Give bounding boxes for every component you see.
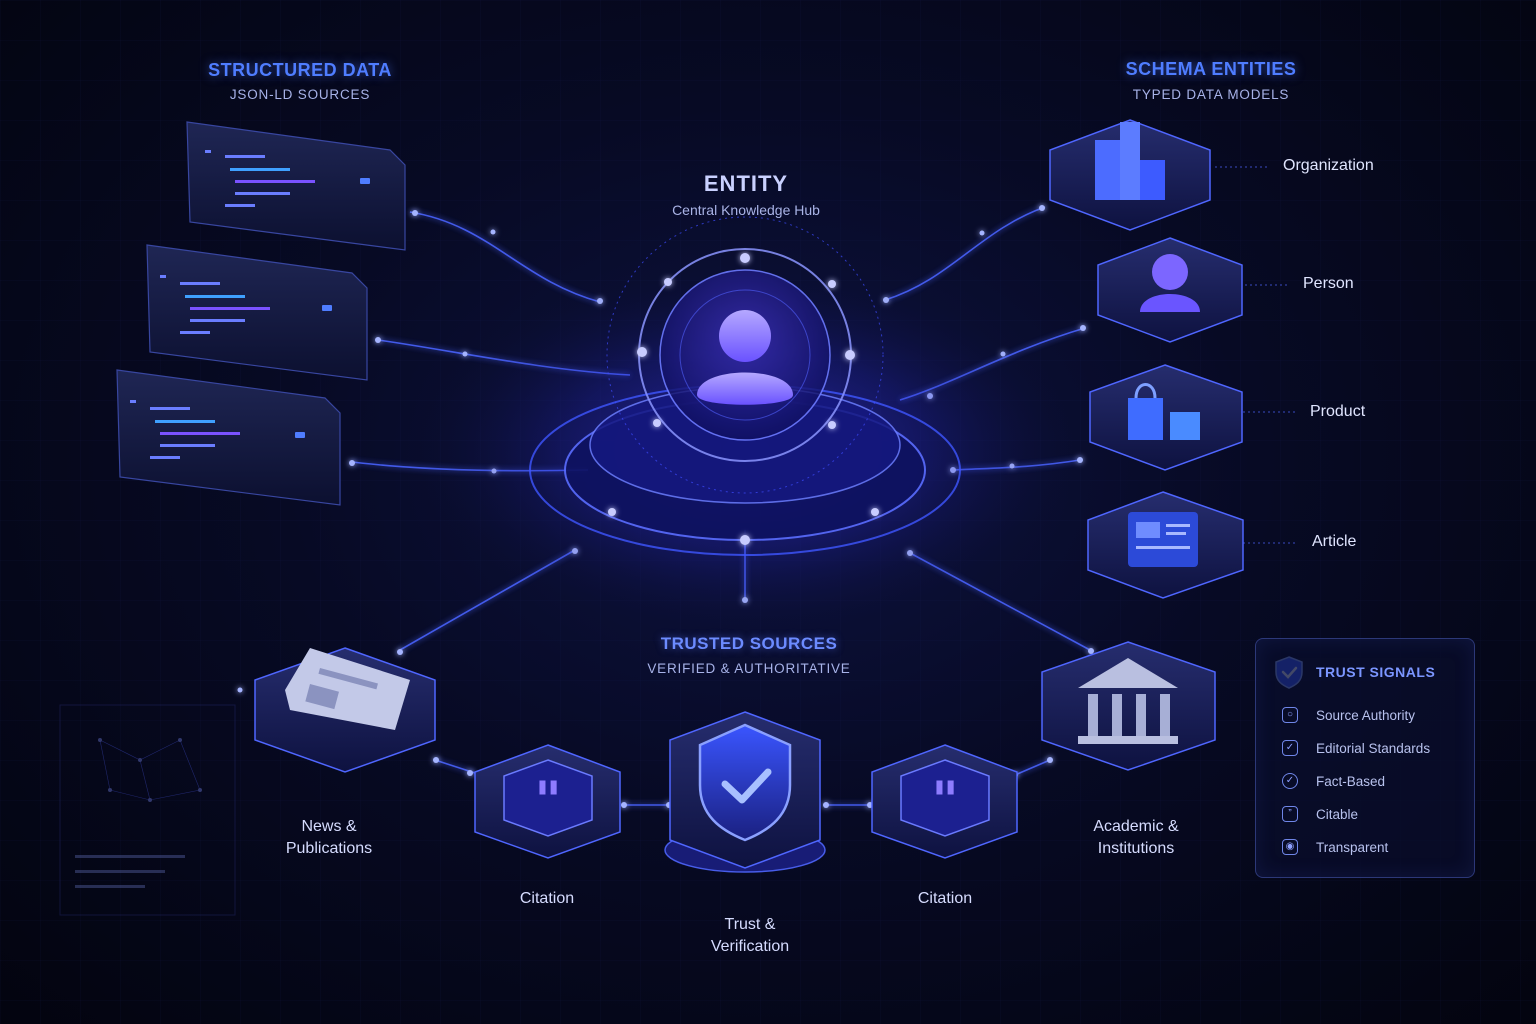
quote-icon: " xyxy=(871,744,1018,859)
article-icon xyxy=(1087,491,1244,599)
entity-hub xyxy=(415,216,1075,630)
svg-text:": " xyxy=(931,771,958,831)
quote-icon: " xyxy=(474,744,621,859)
schema-leader-lines xyxy=(1215,166,1296,544)
trusted-sources-subtitle: VERIFIED & AUTHORITATIVE xyxy=(647,661,851,676)
schema-label-article: Article xyxy=(1312,533,1357,550)
user-icon xyxy=(697,310,793,405)
source-label-news: News & Publications xyxy=(286,816,372,860)
trust-signal-item: ○ Source Authority xyxy=(1282,704,1415,726)
source-label-trust: Trust & Verification xyxy=(711,914,789,958)
svg-text:": " xyxy=(534,771,561,831)
hub-title: ENTITY xyxy=(703,171,789,196)
trust-signal-label: Citable xyxy=(1316,806,1359,822)
trust-signal-item: ✓ Editorial Standards xyxy=(1282,737,1430,759)
source-label-line: Publications xyxy=(285,840,373,857)
trust-signal-label: Source Authority xyxy=(1316,707,1416,723)
structured-data-subtitle: JSON-LD SOURCES xyxy=(229,87,371,102)
source-label-citation-right: Citation xyxy=(918,888,972,910)
building-icon xyxy=(1049,119,1211,231)
json-ld-source-1 xyxy=(186,121,406,251)
source-label-line: Citation xyxy=(519,890,575,907)
schema-label-organization: Organization xyxy=(1283,157,1374,174)
source-label-academic: Academic & Institutions xyxy=(1093,816,1178,860)
newspaper-icon xyxy=(254,647,436,773)
decorative-network xyxy=(59,704,236,916)
trust-signal-item: ” Citable xyxy=(1282,803,1358,825)
trust-signals-panel: TRUST SIGNALS ○ Source Authority ✓ Edito… xyxy=(1255,638,1475,878)
trust-signal-label: Fact-Based xyxy=(1316,773,1386,789)
source-label-line: Academic & xyxy=(1093,818,1179,835)
checklist-icon: ✓ xyxy=(1282,740,1298,756)
schema-label-product: Product xyxy=(1310,403,1366,420)
source-label-citation-left: Citation xyxy=(520,888,574,910)
shield-check-icon xyxy=(664,711,826,873)
source-label-line: Institutions xyxy=(1097,840,1175,857)
person-icon xyxy=(1097,237,1243,343)
trust-signal-item: ◉ Transparent xyxy=(1282,836,1388,858)
check-circle-icon: ✓ xyxy=(1282,773,1298,789)
schema-label-person: Person xyxy=(1303,275,1354,292)
trust-signals-title: TRUST SIGNALS xyxy=(1316,664,1436,680)
eye-icon: ◉ xyxy=(1282,839,1298,855)
trusted-sources-title: TRUSTED SOURCES xyxy=(660,634,838,653)
institution-icon xyxy=(1041,641,1216,771)
badge-icon: ○ xyxy=(1282,707,1298,723)
schema-entities-title: SCHEMA ENTITIES xyxy=(1125,59,1297,79)
trust-signal-label: Transparent xyxy=(1316,839,1389,855)
schema-entities-subtitle: TYPED DATA MODELS xyxy=(1132,87,1290,102)
structured-data-title: STRUCTURED DATA xyxy=(208,60,392,80)
trust-signal-label: Editorial Standards xyxy=(1316,740,1431,756)
source-label-line: Verification xyxy=(710,938,790,955)
json-ld-source-2 xyxy=(146,244,368,381)
trust-signal-item: ✓ Fact-Based xyxy=(1282,770,1385,792)
source-label-line: Trust & xyxy=(724,916,776,933)
quote-box-icon: ” xyxy=(1282,806,1298,822)
source-label-line: Citation xyxy=(917,890,973,907)
shopping-bag-icon xyxy=(1089,364,1243,471)
json-ld-source-3 xyxy=(116,369,341,506)
hub-subtitle: Central Knowledge Hub xyxy=(672,202,820,218)
source-label-line: News & xyxy=(301,818,357,835)
